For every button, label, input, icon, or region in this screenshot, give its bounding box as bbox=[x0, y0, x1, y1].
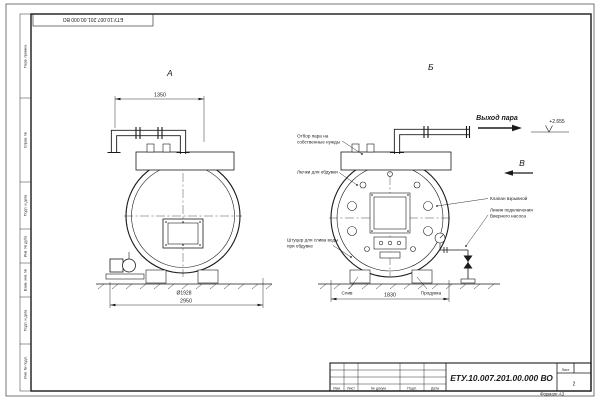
feed-line-piping bbox=[439, 247, 476, 284]
title-sheet-label: Лист bbox=[562, 368, 570, 372]
title-col-list: Лист bbox=[347, 386, 355, 390]
steam-outlet-label: Выход пара bbox=[476, 114, 518, 122]
format-label: Формат А3 bbox=[540, 392, 565, 397]
drain-fitting-label-2: при обдувке bbox=[287, 244, 313, 249]
title-col-doc: № докум. bbox=[371, 386, 387, 390]
dim-1830-text: 1830 bbox=[384, 293, 396, 299]
side-label-perv-primen: Перв. примен. bbox=[24, 44, 28, 68]
side-label-inv-dubl: Инв. № дубл. bbox=[24, 235, 28, 257]
side-label-sprav: Справ. № bbox=[24, 132, 28, 148]
view-b-label: Б bbox=[428, 62, 434, 72]
title-sheet-value: 2 bbox=[573, 382, 576, 388]
feed-pump bbox=[105, 252, 145, 280]
boiler-view-b: Б bbox=[318, 62, 500, 302]
dimension-1350: 1350 bbox=[114, 93, 205, 142]
feed-line-label-1: Линия подключения bbox=[490, 208, 533, 213]
view-v-label: В bbox=[519, 158, 525, 168]
sheet-frame: Перв. примен. Справ. № Подп. и дата Инв.… bbox=[5, 3, 595, 397]
side-label-inv-podl: Инв. № подл. bbox=[24, 356, 28, 378]
view-direction-v: В bbox=[504, 158, 533, 176]
side-label-vzam-inv: Взам. инв. № bbox=[24, 269, 28, 291]
level-mark: +2.655 bbox=[531, 119, 569, 133]
dimension-2950: 2950 bbox=[109, 278, 264, 308]
steam-tap-label-1: Отбор пара на bbox=[297, 134, 329, 139]
title-col-izm: Изм. bbox=[333, 386, 341, 390]
dim-1350-text: 1350 bbox=[154, 93, 166, 99]
explosion-valve-label: Клапан взрывной bbox=[490, 195, 528, 201]
dimension-1830: 1830 bbox=[330, 280, 450, 302]
title-block: ЕТУ.10.007.201.00.000 ВО Лист 2 Изм. Лис… bbox=[329, 362, 592, 397]
level-mark-text: +2.655 bbox=[549, 119, 565, 125]
side-label-podp-data-2: Подп. и дата bbox=[24, 310, 28, 331]
annotations: Выход пара +2.655 В Отбор пара на собств… bbox=[287, 114, 569, 296]
pressure-gauge bbox=[434, 232, 446, 250]
steam-tap-label-2: собственные нужды bbox=[297, 140, 340, 145]
side-label-podp-data-1: Подп. и дата bbox=[24, 195, 28, 216]
drain-fitting-label-1: Штуцер для слива воды bbox=[287, 238, 338, 243]
view-a-label: А bbox=[166, 68, 173, 78]
boiler-view-a: А bbox=[96, 68, 273, 308]
drain-label: Слив bbox=[341, 291, 353, 296]
title-doc-number: ЕТУ.10.007.201.00.000 ВО bbox=[450, 373, 553, 383]
title-col-data: Дата bbox=[431, 386, 439, 390]
dim-diameter-text: Ø1928 bbox=[176, 291, 191, 297]
blow-hatches-label: Лючки для обдувки bbox=[297, 170, 338, 175]
feed-line-label-2: Ввернего насоса bbox=[490, 214, 526, 219]
blowdown-label: Продувка bbox=[421, 291, 442, 296]
title-col-podp: Подп. bbox=[407, 386, 417, 390]
stamp-doc-number-rotated: ЕТУ.10.007.201.00.000 ВО bbox=[63, 16, 124, 22]
dim-2950-text: 2950 bbox=[180, 299, 192, 305]
